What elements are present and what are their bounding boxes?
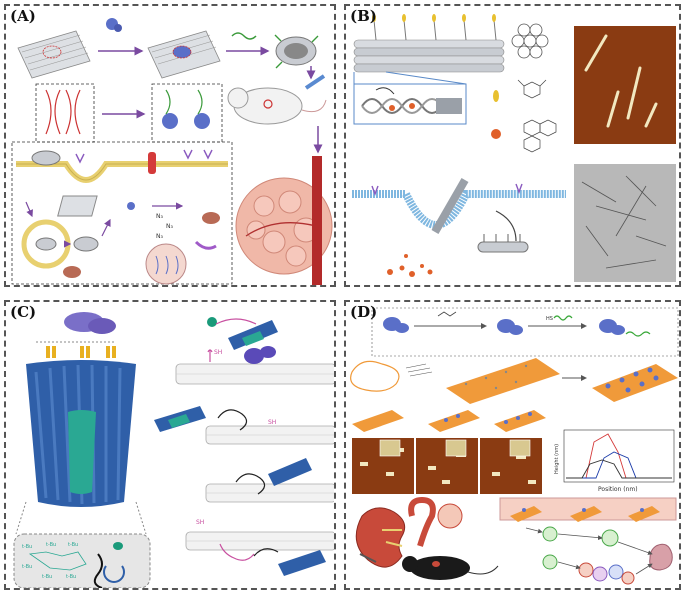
- origami-protein-sheet-icon: [147, 30, 221, 79]
- dna-nanotube-bundle-icon: [353, 14, 505, 73]
- panel-a: (A): [4, 4, 336, 287]
- aptamer-icon: [231, 32, 257, 40]
- cell-membrane-icon: [16, 149, 228, 183]
- panel-d: (D) HS: [344, 300, 681, 590]
- origami-sheet-icon: [17, 30, 91, 79]
- receptor-icon: [148, 152, 156, 174]
- panel-d-label: (D): [350, 303, 378, 321]
- panel-a-illustration: N₃ N₃ N₃: [11, 18, 333, 285]
- released-drug-icon: [387, 254, 433, 277]
- origami-tube-icon: [274, 34, 319, 69]
- tbu-label: t-Bu: [66, 574, 76, 580]
- blood-vessel-icon: [312, 156, 322, 285]
- hs-label: HS: [546, 316, 553, 322]
- mouse-icon: [227, 74, 327, 125]
- cross-section-icon: [511, 23, 549, 59]
- dna-origami-barrel-icon: [26, 360, 136, 507]
- panel-b: (B): [344, 4, 681, 287]
- ligand-icon: [46, 346, 116, 358]
- syringe-icon: [359, 553, 377, 563]
- syringe-icon: [304, 74, 326, 90]
- tbu-label: t-Bu: [46, 542, 56, 548]
- tbu-label: t-Bu: [42, 574, 52, 580]
- lysosome-icon: [63, 266, 81, 278]
- cell-icon: [542, 526, 673, 585]
- chemical-inset: [13, 533, 151, 588]
- dna-duplex-icon: [45, 89, 61, 135]
- chem-label: N₃: [166, 223, 173, 230]
- mouse-icon: [410, 556, 470, 580]
- chem-label: N₃: [156, 213, 163, 220]
- tem-image: [574, 164, 676, 282]
- tbu-label: t-Bu: [22, 564, 32, 570]
- protein-icon: [64, 312, 116, 334]
- tbu-label: t-Bu: [68, 542, 78, 548]
- protein-icon: [244, 346, 276, 364]
- tbu-label: t-Bu: [22, 544, 32, 550]
- dna-origami-sheet-icon: [446, 358, 560, 404]
- doxorubicin-icon: [491, 129, 501, 139]
- linker-molecule-icon: [437, 311, 457, 317]
- plot-xlabel: Position (nm): [598, 486, 638, 493]
- panel-b-illustration: [352, 14, 676, 282]
- sh-label: SH: [214, 349, 222, 356]
- thrombin-icon: [162, 113, 178, 129]
- panel-a-label: (A): [10, 7, 36, 25]
- panel-c-label: (C): [10, 303, 37, 321]
- panel-d-illustration: HS Positio: [350, 307, 679, 585]
- sh-label: SH: [196, 519, 204, 526]
- tumor-tissue-icon: [235, 156, 333, 285]
- plot-ylabel: Height (nm): [554, 444, 560, 474]
- chemical-structure-icon: [517, 79, 557, 153]
- panel-c: (C) t-Bu t-Bu t-Bu t-Bu t-Bu t-Bu: [4, 300, 336, 590]
- scaffold-strand-icon: [350, 360, 400, 392]
- nanotube-icon: [431, 178, 469, 234]
- afm-image-row: [352, 438, 542, 494]
- nucleus-icon: [145, 243, 187, 285]
- protein-icon: [383, 317, 409, 333]
- cargo-icon: [207, 317, 217, 327]
- panel-b-label: (B): [350, 7, 377, 25]
- sh-label: SH: [268, 419, 276, 426]
- glomerulus-icon: [408, 496, 436, 547]
- cell-membrane-icon: [352, 178, 566, 253]
- dna-helix-icon: [361, 87, 462, 114]
- panel-c-illustration: t-Bu t-Bu t-Bu t-Bu t-Bu t-Bu: [13, 312, 334, 588]
- afm-image: [574, 26, 676, 144]
- chem-label: N₃: [156, 233, 163, 240]
- kidney-icon: [355, 507, 406, 568]
- height-profile-chart: Position (nm) Height (nm): [554, 429, 675, 493]
- yellow-molecule-icon: [493, 90, 499, 102]
